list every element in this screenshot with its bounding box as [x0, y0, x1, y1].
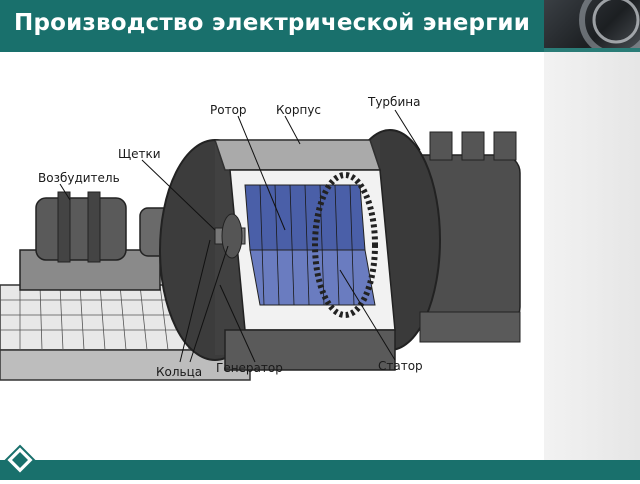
label-rings: Кольца: [156, 365, 202, 379]
slide-footer: [0, 460, 640, 480]
logo-graphic: [544, 0, 640, 52]
diamond-logo-icon: [0, 440, 40, 480]
side-panel: [544, 52, 640, 460]
slide-header: Производство электрической энергии: [0, 0, 544, 52]
label-generator: Генератор: [216, 361, 283, 375]
label-body: Корпус: [276, 103, 321, 117]
label-leaders: [59, 109, 421, 363]
label-stator: Статор: [378, 359, 423, 373]
generator-body: [159, 139, 396, 371]
label-turbine: Турбина: [367, 95, 420, 109]
generator-diagram: Ротор Корпус Турбина Щетки Возбудитель К…: [0, 95, 521, 381]
slide-title: Производство электрической энергии: [14, 10, 531, 36]
label-rotor: Ротор: [210, 103, 247, 117]
label-exciter: Возбудитель: [38, 171, 120, 185]
label-brushes: Щетки: [118, 147, 161, 161]
